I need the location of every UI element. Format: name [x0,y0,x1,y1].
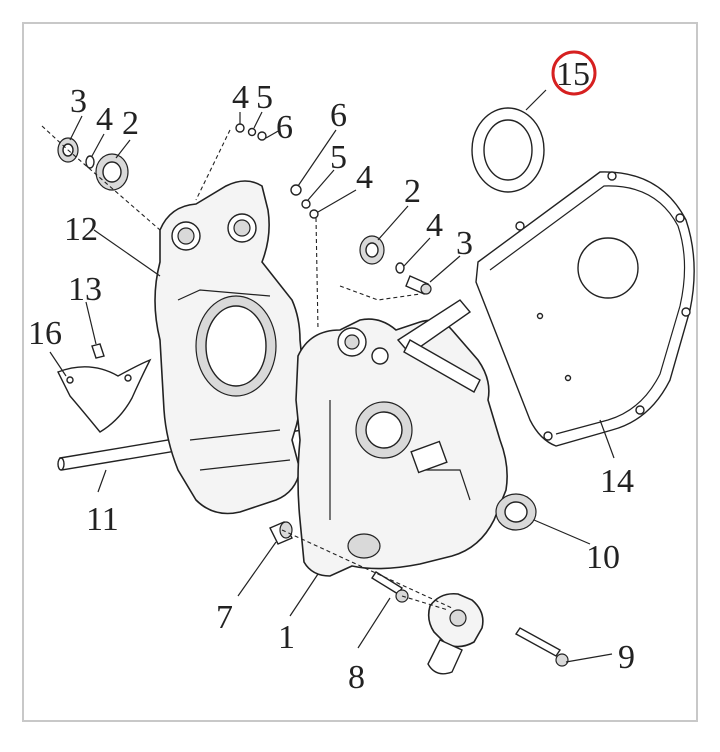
part-6-clip-mid [290,184,302,196]
part-16-plate [57,358,152,433]
part-5-ring-top [247,127,257,137]
callout-6-mid: 6 [330,97,347,134]
callout-12: 12 [64,211,98,248]
callout-10: 10 [586,539,620,576]
part-4-washer-left [85,155,95,169]
callout-5-top: 5 [256,79,273,116]
part-9-bolt [514,627,562,657]
callout-8: 8 [348,659,365,696]
callout-2-left: 2 [122,105,139,142]
callout-9: 9 [618,639,635,676]
callout-14: 14 [600,463,634,500]
part-8-bolt [371,571,403,595]
part-4-washer-mid [309,209,319,219]
callout-4-mid: 4 [356,159,373,196]
part-6-clip-top [257,131,267,141]
callout-16: 16 [28,315,62,352]
callout-3-left: 3 [70,83,87,120]
part-14-cover-gasket [475,171,695,447]
callout-15: 15 [556,56,590,93]
callout-11: 11 [86,501,119,538]
callout-4-top: 4 [232,79,249,116]
part-4-washer-right [395,262,405,274]
highlight-circle-15 [551,50,597,96]
callout-1: 1 [278,619,295,656]
callout-5-mid: 5 [330,139,347,176]
callout-4-left: 4 [96,101,113,138]
callout-7: 7 [216,599,233,636]
part-4-washer-top [235,123,245,133]
part-13-stud [91,343,105,359]
callout-4-right: 4 [426,207,443,244]
callout-13: 13 [68,271,102,308]
callout-2-right: 2 [404,173,421,210]
part-5-ring-mid [301,199,311,209]
callout-3-right: 3 [456,225,473,262]
callout-6-top: 6 [276,109,293,146]
